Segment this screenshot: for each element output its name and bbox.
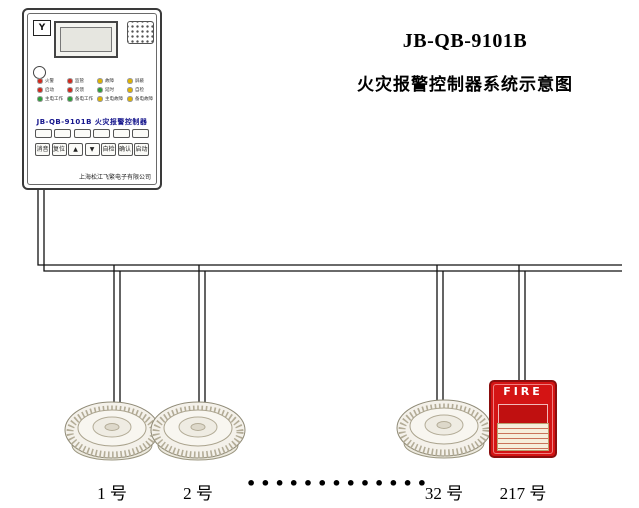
led-indicator: 故障 [97,78,125,84]
device-label-217: 217 号 [499,484,547,503]
panel-button [54,129,72,138]
led-indicator: 备电工作 [67,96,95,102]
title-model: JB-QB-9101B [402,30,528,52]
diagram-title: JB-QB-9101B 火灾报警控制器系统示意图 [320,30,610,95]
call-point-window [498,404,548,424]
call-point-face [493,384,553,454]
led-indicator: 主电工作 [37,96,65,102]
led-indicator: 主电故障 [97,96,125,102]
led-indicator: 监管 [67,78,95,84]
led-indicator: 自检 [127,87,155,93]
panel-button [93,129,111,138]
panel-key: 自检 [101,143,116,156]
indicator-led-grid: 火警 监管 故障 屏蔽 启动 反馈 延时 自检 主电工作 备电工作 主电故障 备… [37,78,155,114]
smoke-detector-2 [148,388,248,468]
led-indicator: 备电故障 [127,96,155,102]
manual-call-point: FIRE [489,380,557,458]
led-dot [37,78,43,84]
led-dot [67,96,73,102]
panel-faceplate: Y 火警 监管 故障 屏蔽 启动 反馈 延时 自检 主电工作 备电工作 主电故障… [27,13,157,185]
led-indicator: 屏蔽 [127,78,155,84]
panel-key: 确认 [117,143,133,156]
device-label-2: 2 号 [183,484,213,503]
title-name: 火灾报警控制器系统示意图 [357,75,573,94]
brand-logo: Y [33,20,51,36]
led-dot [67,87,73,93]
fire-alarm-control-panel: Y 火警 监管 故障 屏蔽 启动 反馈 延时 自检 主电工作 备电工作 主电故障… [22,8,162,190]
panel-key: 启动 [134,143,149,156]
panel-key: 复位 [51,143,67,156]
smoke-detector-1 [62,388,162,468]
led-dot [97,78,103,84]
led-dot [67,78,73,84]
panel-button [131,129,149,138]
led-dot [37,96,43,102]
led-dot [97,96,103,102]
panel-key-row: 消音 复位 ▲ ▼ 自检 确认 启动 [35,143,149,156]
led-dot [127,96,133,102]
device-label-1: 1 号 [97,484,127,503]
smoke-detector-32 [394,386,494,466]
panel-nameplate: JB-QB-9101B 火灾报警控制器 [36,118,148,126]
lcd-display [54,21,118,58]
ellipsis-dots: ••••••••••••• [246,474,431,493]
led-indicator: 火警 [37,78,65,84]
led-dot [97,87,103,93]
manufacturer-name: 上海松江飞繁电子有限公司 [78,174,151,181]
panel-key-down: ▼ [84,143,100,156]
led-dot [127,78,133,84]
led-indicator: 启动 [37,87,65,93]
panel-key-up: ▲ [68,143,83,156]
device-label-32: 32 号 [424,484,464,503]
panel-button [73,129,91,138]
panel-button [35,129,52,138]
panel-button-row [35,129,149,138]
lcd-screen [60,27,112,52]
led-dot [37,87,43,93]
led-dot [127,87,133,93]
call-point-label-panel [497,423,549,451]
panel-button [112,129,130,138]
speaker-grille-icon [127,21,154,44]
led-indicator: 反馈 [67,87,95,93]
led-indicator: 延时 [97,87,125,93]
panel-key: 消音 [35,143,50,156]
fire-text: FIRE [503,385,543,398]
